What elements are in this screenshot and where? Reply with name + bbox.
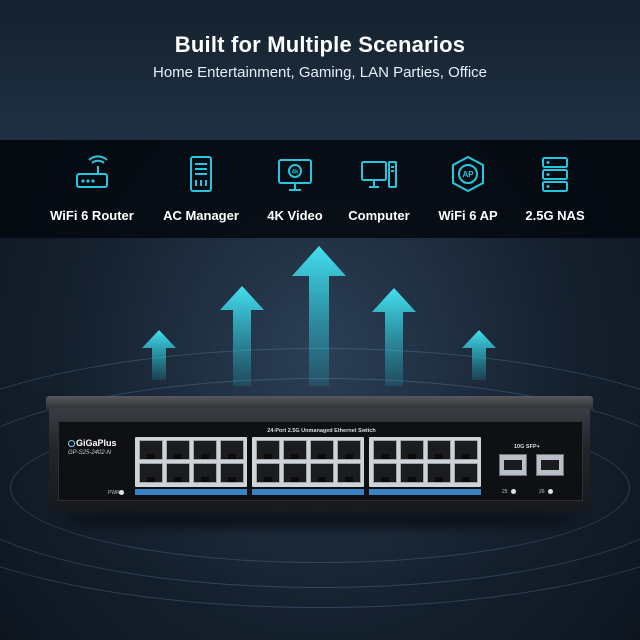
rj45-port[interactable]	[283, 440, 307, 460]
sfp-port-26[interactable]	[536, 454, 564, 476]
rj45-port[interactable]	[400, 463, 424, 483]
scenario-label: Computer	[348, 208, 410, 223]
rj45-port[interactable]	[373, 440, 397, 460]
rj45-port[interactable]	[454, 463, 478, 483]
switch-shadow	[60, 510, 580, 528]
rj45-port[interactable]	[337, 440, 361, 460]
rj45-port[interactable]	[166, 463, 190, 483]
rj45-port[interactable]	[256, 440, 280, 460]
sfp-port-number: 25	[502, 489, 508, 495]
power-led	[119, 490, 124, 495]
scenario-4k-video: 4k 4K Video	[240, 140, 350, 238]
hero-banner: Built for Multiple Scenarios Home Entert…	[0, 0, 640, 140]
rj45-port[interactable]	[373, 463, 397, 483]
port-label-strip	[252, 489, 364, 495]
rj45-port[interactable]	[193, 463, 217, 483]
scenario-wifi-router: WiFi 6 Router	[37, 140, 147, 238]
sfp-port-number: 26	[539, 489, 545, 495]
product-stage: GiGaPlus GP-S25-2402-N PWR 24-Port 2.5G …	[0, 238, 640, 640]
scenario-label: WiFi 6 Router	[50, 208, 134, 223]
sfp-port-25[interactable]	[499, 454, 527, 476]
rj45-port[interactable]	[139, 440, 163, 460]
rj45-port[interactable]	[220, 440, 244, 460]
video-4k-text: 4k	[292, 170, 299, 176]
rj45-port[interactable]	[310, 463, 334, 483]
rj45-port[interactable]	[427, 440, 451, 460]
page-subtitle: Home Entertainment, Gaming, LAN Parties,…	[152, 64, 488, 81]
rj45-port[interactable]	[256, 463, 280, 483]
up-arrow-icon	[220, 286, 264, 386]
rj45-port[interactable]	[220, 463, 244, 483]
rj45-port[interactable]	[193, 440, 217, 460]
scenario-ac-manager: AC Manager	[146, 140, 256, 238]
rj45-port[interactable]	[139, 463, 163, 483]
scenario-wifi-ap: AP WiFi 6 AP	[413, 140, 523, 238]
ac-manager-icon	[190, 156, 212, 192]
sfp-led	[548, 489, 553, 494]
rj45-port[interactable]	[454, 440, 478, 460]
nas-icon	[542, 157, 568, 192]
rj45-port[interactable]	[400, 440, 424, 460]
model-number: GP-S25-2402-N	[68, 450, 112, 456]
scenario-computer: Computer	[324, 140, 434, 238]
up-arrow-icon	[292, 246, 346, 386]
scenario-nas: 2.5G NAS	[500, 140, 610, 238]
scenario-label: AC Manager	[163, 208, 239, 223]
up-arrow-icon	[142, 330, 176, 380]
port-group-title: 24-Port 2.5G Unmanaged Ethernet Switch	[267, 428, 376, 434]
page-title: Built for Multiple Scenarios	[174, 32, 466, 57]
port-label-strip	[369, 489, 481, 495]
rj45-port[interactable]	[166, 440, 190, 460]
scenario-label: 2.5G NAS	[525, 208, 585, 223]
access-point-icon: AP	[452, 155, 484, 193]
brand-logo: GiGaPlus	[68, 438, 117, 448]
rj45-port[interactable]	[310, 440, 334, 460]
ap-text: AP	[462, 170, 474, 179]
brand-mark-icon	[68, 440, 75, 447]
sfp-led	[511, 489, 516, 494]
video-4k-icon: 4k	[278, 159, 312, 191]
switch-front-panel: GiGaPlus GP-S25-2402-N PWR 24-Port 2.5G …	[58, 421, 583, 501]
sfp-title: 10G SFP+	[514, 444, 540, 450]
rj45-port[interactable]	[283, 463, 307, 483]
rj45-port[interactable]	[427, 463, 451, 483]
up-arrow-icon	[462, 330, 496, 380]
router-icon	[76, 155, 108, 188]
port-label-strip	[135, 489, 247, 495]
scenario-label: 4K Video	[267, 208, 323, 223]
scenario-label: WiFi 6 AP	[438, 208, 498, 223]
scenario-band: WiFi 6 Router AC Manager 4k 4K Video	[0, 140, 640, 238]
up-arrow-icon	[372, 288, 416, 386]
power-label: PWR	[108, 490, 120, 496]
rj45-port[interactable]	[337, 463, 361, 483]
computer-icon	[361, 161, 397, 188]
switch-top-panel	[46, 396, 593, 410]
